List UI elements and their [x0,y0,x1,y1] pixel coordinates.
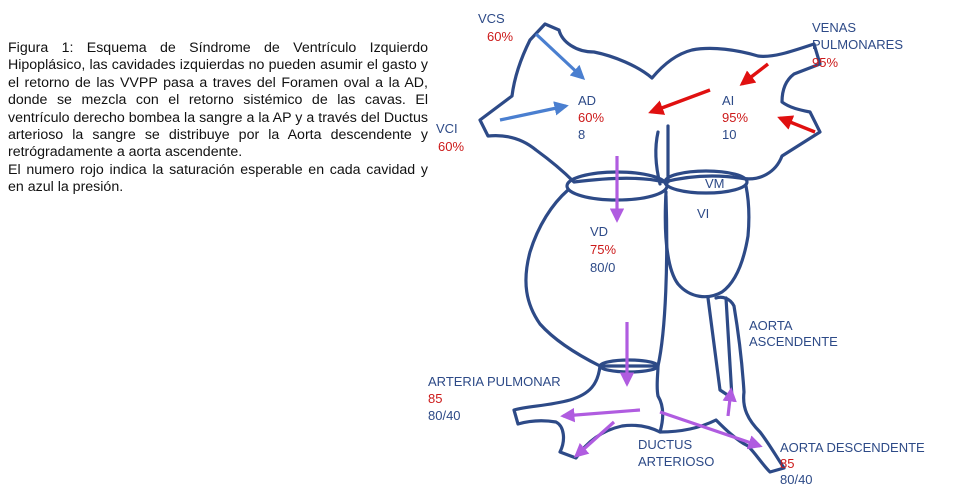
label-vci-sat: 60% [438,139,464,154]
caption-paragraph-2: El numero rojo indica la saturación espe… [8,161,428,196]
arrow-ductus-to-aorta [659,410,763,450]
arrow-vvpp-lower [777,115,816,134]
label-arteria-pulmonar: ARTERIA PULMONAR [428,374,561,389]
label-venas: VENAS [812,20,856,35]
label-ai-sat: 95% [722,110,748,125]
arrow-vci-to-ad [499,101,569,122]
arrow-vcs-to-ad [534,32,586,80]
arrow-ai-to-ad [648,88,711,115]
label-arteria-pulmonar-pressure: 80/40 [428,408,461,423]
label-venas-pulmonares-sat: 95% [812,55,838,70]
label-aorta: AORTA [749,318,793,333]
label-ductus: DUCTUS [638,437,692,452]
figure-caption: Figura 1: Esquema de Síndrome de Ventríc… [8,40,428,197]
label-aorta-descendente-pressure: 80/40 [780,472,813,486]
label-ai-pressure: 10 [722,127,736,142]
label-ascendente: ASCENDENTE [749,334,838,349]
ascending-aorta-outline [706,296,734,400]
arrow-ap-left-branch [560,407,641,423]
mitral-annulus [663,169,749,195]
label-pulmonares: PULMONARES [812,37,903,52]
label-vci: VCI [436,121,458,136]
label-vd: VD [590,224,608,239]
arrow-ap-lower-branch [573,420,616,458]
arrow-vvpp-upper [739,62,770,86]
caption-paragraph-1: Figura 1: Esquema de Síndrome de Ventríc… [8,40,428,161]
label-vd-sat: 75% [590,242,616,257]
label-arterioso: ARTERIOSO [638,454,714,469]
left-ventricle-outline [663,184,751,299]
label-ad-sat: 60% [578,110,604,125]
label-vcs: VCS [478,11,505,26]
right-ventricle-outline [524,188,669,368]
label-arteria-pulmonar-sat: 85 [428,391,442,406]
label-aorta-descendente: AORTA DESCENDENTE [780,440,925,455]
label-vcs-sat: 60% [487,29,513,44]
arrow-retrograde-aorta [722,387,737,417]
pulmonary-artery-outline [512,364,665,460]
label-ai: AI [722,93,734,108]
atria-outline [478,22,822,184]
label-ad-pressure: 8 [578,127,585,142]
label-vd-pressure: 80/0 [590,260,615,275]
descending-aorta-outline [658,295,786,474]
label-ad: AD [578,93,596,108]
label-vm: VM [705,176,725,191]
label-vi: VI [697,206,709,221]
label-aorta-descendente-sat: 85 [780,456,794,471]
